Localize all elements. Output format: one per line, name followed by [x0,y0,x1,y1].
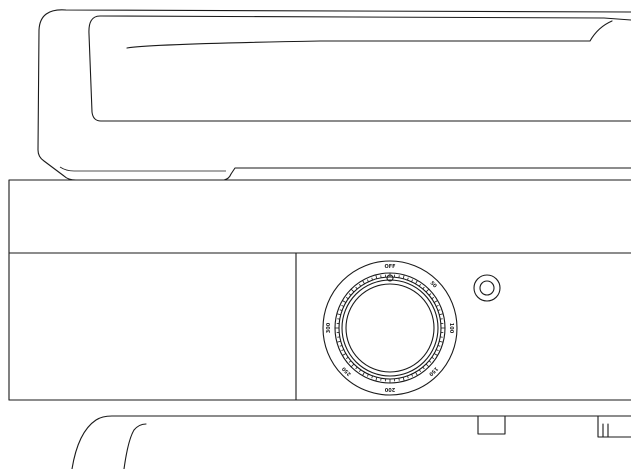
temperature-knob[interactable]: OFF 50 100 150 200 250 300 [322,260,458,396]
knob-scale-tick [439,340,444,343]
lid-inner-outline [88,15,631,122]
knob-scale-tick [345,356,349,360]
knob-scale-tick [415,280,418,285]
knob-scale-tick [348,360,352,363]
knob-scale-tick [350,363,355,368]
knob-scale-tick [439,313,444,316]
knob-scale-tick [358,283,362,287]
knob-scale-tick [431,296,435,300]
knob-scale-tick [428,360,432,363]
lid-outer-outline [37,9,631,181]
base-outline [8,179,631,401]
knob-scale-tick [433,353,438,356]
knob-scale-tick [371,277,373,281]
frame-left-curve-outer [71,415,631,469]
knob-scale-tick [411,374,413,377]
knob-scale-tick [428,293,432,296]
knob-scale-tick [407,375,409,379]
knob-scale-labels: OFF 50 100 150 200 250 300 [326,264,454,392]
knob-scale-tick [371,375,373,379]
frame-left-curve-inner [123,423,147,469]
knob-scale-label: 150 [427,365,439,377]
knob-scale-tick [425,363,430,368]
knob-scale-tick [437,345,441,347]
knob-scale-ring-innermost [341,279,439,377]
knob-scale-tick [339,345,343,347]
knob-scale-tick [355,286,358,290]
knob-scale-tick [348,293,352,296]
knob-scale-tick [436,305,439,307]
lid-inner-edge [59,166,226,172]
knob-scale-tick [336,340,341,343]
knob-scale-tick [422,366,425,370]
knob-scale-tick [433,300,438,303]
indicator-light [473,274,501,302]
knob-scale-tick [345,296,349,300]
knob-scale-label: 250 [341,365,353,377]
knob-scale-tick [402,377,405,382]
knob-scale-tick [418,283,422,287]
knob-scale-tick [418,369,422,373]
knob-scale-tick [341,349,344,351]
lower-frame [71,415,631,469]
knob-scale-tick [431,356,435,360]
knob-scale-tick [355,366,358,370]
knob-scale-tick [422,286,425,290]
knob-scale-tick [407,277,409,281]
lid-highlight-curve [126,20,613,49]
knob-outer-ring [322,260,458,396]
knob-scale-tick [425,288,430,293]
knob-scale-tick [342,300,347,303]
knob-scale-tick [411,279,413,282]
knob-scale-tick [342,353,347,356]
base-body [8,179,631,401]
knob-scale-tick [375,377,378,382]
knob-scale-tick [367,279,369,282]
knob-scale-label: 200 [384,386,395,392]
knob-scale-label: 50 [429,280,439,290]
knob-scale-tick [336,313,341,316]
knob-scale-ticks [335,273,445,383]
knob-scale-ring-inner [338,276,442,380]
knob-scale-tick [402,274,405,279]
indicator-light-outer [473,274,501,302]
knob-scale-tick [362,280,365,285]
knob-scale-label: OFF [384,264,395,270]
knob-scale-tick [437,309,441,311]
knob-scale-label: 300 [326,322,332,333]
knob-scale-tick [436,349,439,351]
knob-scale-tick [350,288,355,293]
lid [37,9,631,181]
knob-scale-tick [362,371,365,376]
knob-scale-label: 100 [448,323,454,334]
knob-scale-tick [367,374,369,377]
knob-scale-tick [415,371,418,376]
knob-cap [345,283,435,373]
knob-scale-tick [375,274,378,279]
frame-right-bracket [597,415,631,438]
knob-scale-tick [341,305,344,307]
indicator-light-inner [479,280,495,296]
knob-scale-tick [339,309,343,311]
knob-scale-tick [358,369,362,373]
frame-tab [477,415,506,435]
